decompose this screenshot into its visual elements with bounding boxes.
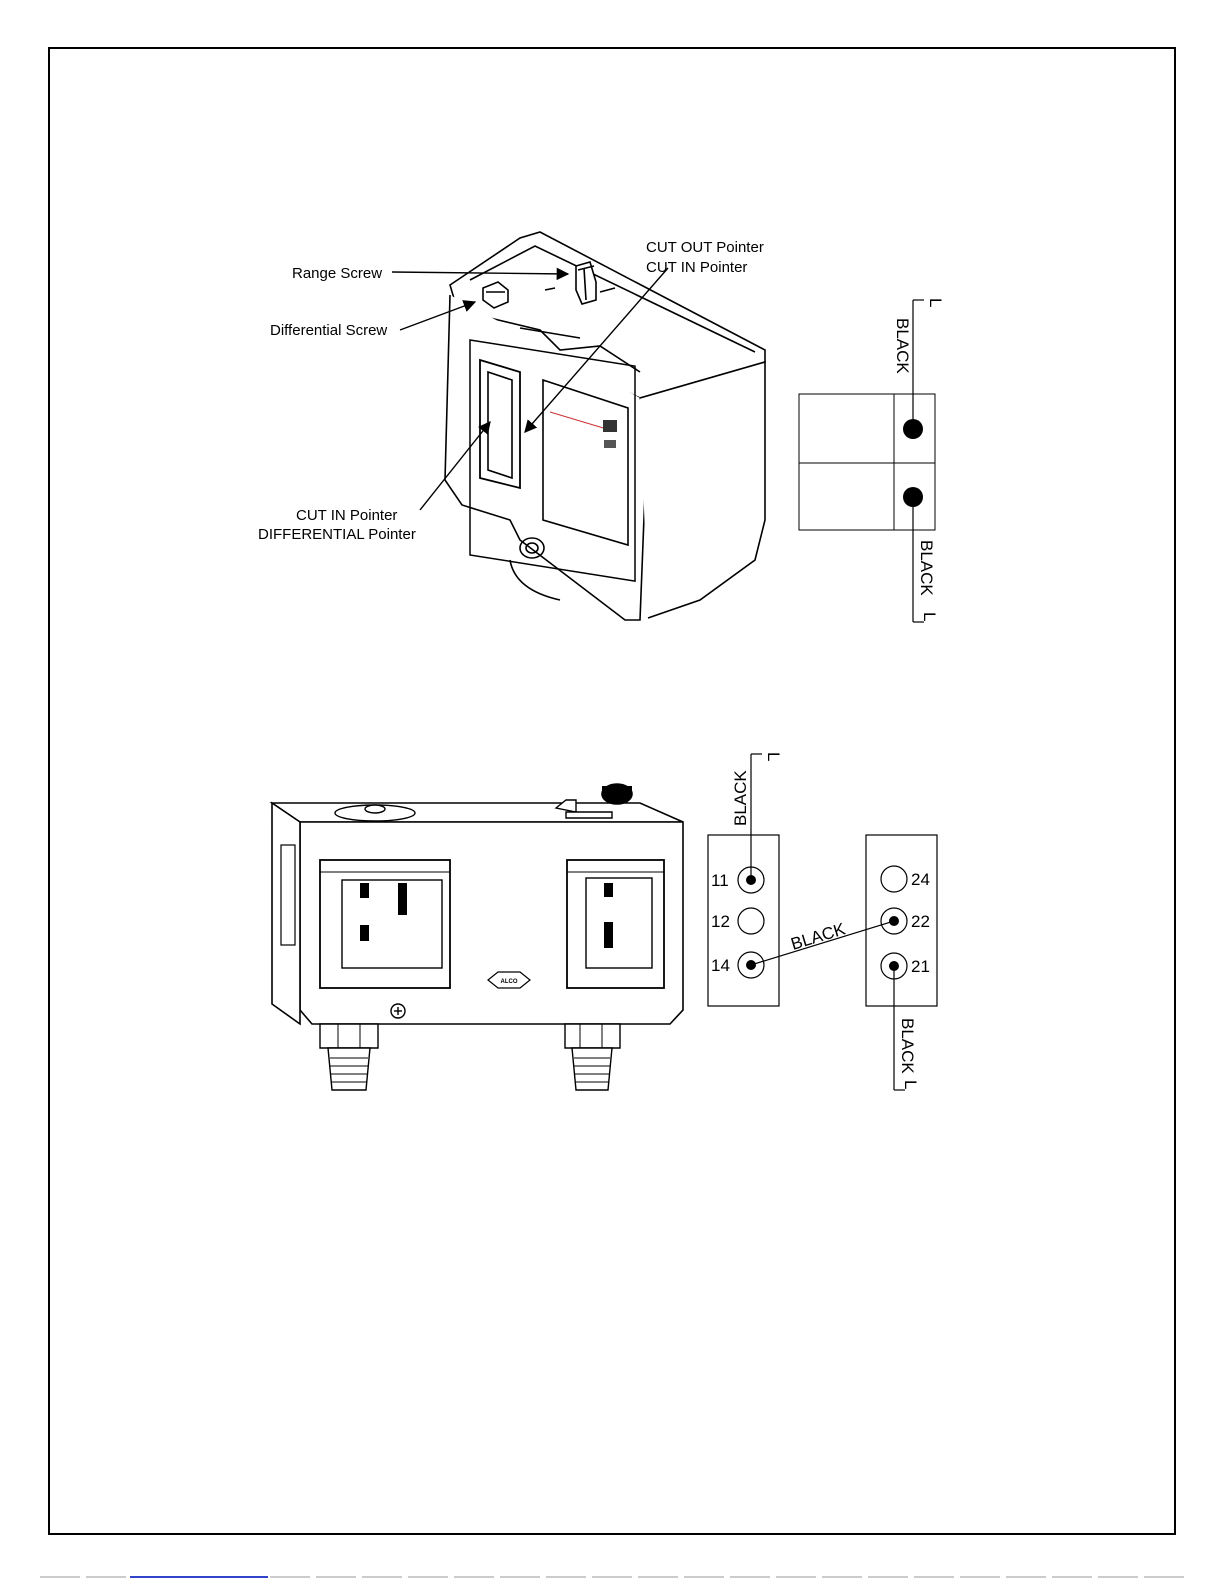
top-wire-upper-color-label: BLACK [893,318,912,374]
terminal-21-label: 21 [911,957,930,976]
jumper-wire-color-label: BLACK [789,919,848,954]
bottom-wire-upper-color-label: BLACK [731,770,750,826]
bottom-wire-lower-end-label: L [901,1080,920,1089]
terminal-24-label: 24 [911,870,930,889]
terminal-11-label: 11 [711,871,729,890]
alco-logo-text: ALCO [501,979,518,985]
top-wire-lower-end-label: L [920,612,939,621]
bottom-wire-upper-end-label: L [764,752,783,761]
top-wire-upper-end-label: L [926,298,945,307]
top-pressure-switch-illustration [445,232,765,620]
top-terminal-block [799,300,935,622]
range-screw-label: Range Screw [292,265,382,282]
terminal-22-label: 22 [911,912,930,931]
cut-in-pointer-bottom-label: CUT IN Pointer [296,507,397,524]
terminal-24 [881,866,907,892]
bottom-wire-lower-color-label: BLACK [898,1018,917,1074]
terminal-12 [738,908,764,934]
differential-pointer-label: DIFFERENTIAL Pointer [258,526,416,543]
bottom-pressure-switch-illustration [272,784,683,1090]
terminal-14-label: 14 [711,956,730,975]
top-wire-lower-color-label: BLACK [917,540,936,596]
top-terminal-box [799,394,935,530]
cut-in-pointer-top-label: CUT IN Pointer [646,259,747,276]
differential-screw-label: Differential Screw [270,322,387,339]
terminal-12-label: 12 [711,912,730,931]
cut-out-pointer-label: CUT OUT Pointer [646,239,764,256]
